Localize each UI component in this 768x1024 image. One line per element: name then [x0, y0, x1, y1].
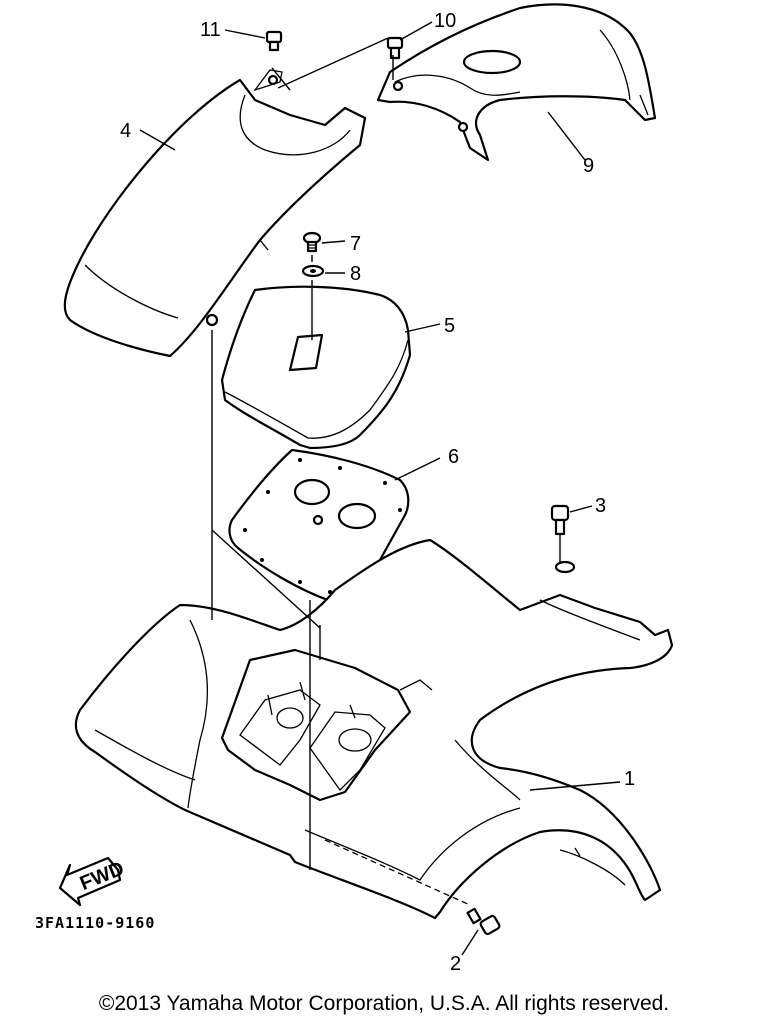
bolt-2: [466, 907, 501, 936]
fwd-arrow-icon: FWD: [58, 856, 127, 907]
part-9-rear-flap: [376, 3, 657, 162]
callout-5: 5: [444, 315, 455, 337]
diagram-code: 3FA1110-9160: [35, 914, 156, 932]
assembly-lines: [211, 37, 561, 906]
part-5-cover: [220, 285, 412, 450]
callout-6: 6: [448, 446, 459, 468]
callout-11: 11: [200, 19, 221, 41]
part-1-rear-fender-main: [74, 538, 674, 920]
callout-7: 7: [350, 233, 361, 255]
callout-1: 1: [624, 768, 635, 790]
part-6-plate: [228, 448, 410, 602]
callout-8: 8: [350, 263, 361, 285]
screw-7: [302, 231, 322, 253]
bolt-11: [265, 30, 283, 52]
callout-leaders: [224, 21, 621, 956]
part-4-rear-fender-top: [63, 69, 367, 358]
bolt-3: [550, 504, 576, 574]
copyright-notice: ©2013 Yamaha Motor Corporation, U.S.A. A…: [98, 992, 670, 1015]
callout-2: 2: [450, 953, 461, 975]
washer-8: [301, 264, 325, 278]
callout-4: 4: [120, 120, 131, 142]
bolt-10: [386, 36, 404, 60]
callout-10: 10: [434, 10, 456, 32]
callout-3: 3: [595, 495, 606, 517]
callout-9: 9: [583, 155, 594, 177]
